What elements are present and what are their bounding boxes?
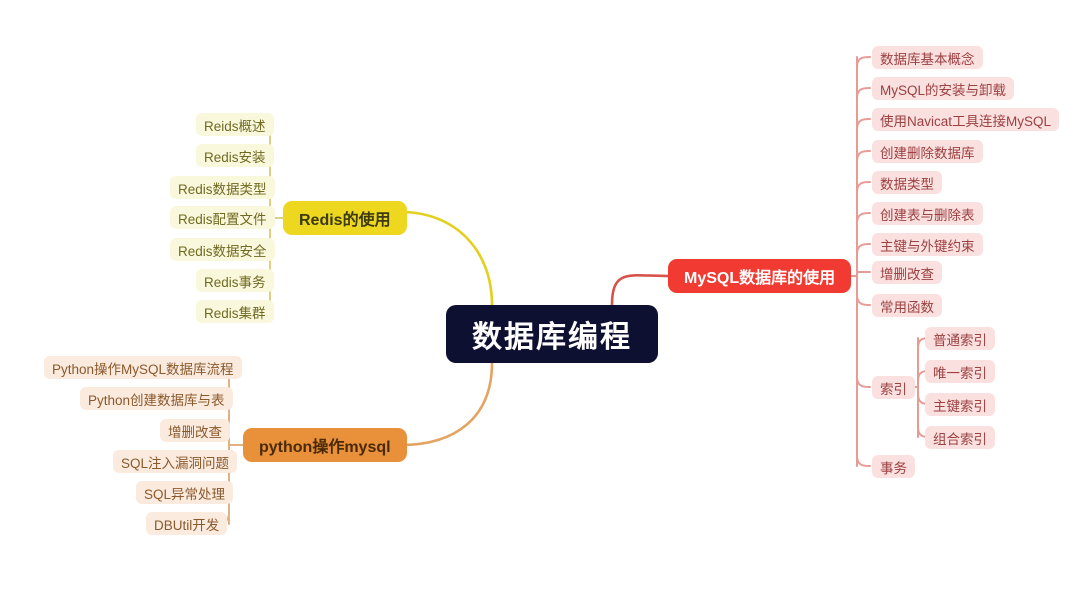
root-node[interactable]: 数据库编程 [446,305,658,363]
leaf-node-redis-2[interactable]: Redis数据类型 [170,176,275,199]
leaf-node-mysql-index[interactable]: 索引 [872,376,915,399]
leaf-node-index-0[interactable]: 普通索引 [925,327,995,350]
leaf-node-python-0[interactable]: Python操作MySQL数据库流程 [44,356,242,379]
wire-mysql-leaf-0 [856,56,871,68]
wire-mysql-leaf-2 [856,118,871,130]
leaf-node-mysql-2[interactable]: 使用Navicat工具连接MySQL [872,108,1060,131]
wire-root-python [399,361,494,447]
leaf-node-redis-3[interactable]: Redis配置文件 [170,206,275,229]
leaf-node-redis-5[interactable]: Redis事务 [196,269,274,292]
leaf-node-index-2[interactable]: 主键索引 [925,393,995,416]
wire-mysql-leaf-5 [856,212,871,224]
leaf-node-mysql-6[interactable]: 主键与外键约束 [872,233,983,256]
leaf-node-python-5[interactable]: DBUtil开发 [146,512,228,535]
leaf-node-mysql-0[interactable]: 数据库基本概念 [872,46,983,69]
wire-mysql-leaf-9 [856,376,871,388]
wire-root-redis [399,210,494,307]
leaf-node-index-3[interactable]: 组合索引 [925,426,995,449]
branch-node-redis[interactable]: Redis的使用 [283,201,407,235]
leaf-node-mysql-transaction[interactable]: 事务 [872,455,915,478]
leaf-node-python-2[interactable]: 增删改查 [160,419,230,442]
leaf-node-redis-4[interactable]: Redis数据安全 [170,238,275,261]
leaf-node-redis-6[interactable]: Redis集群 [196,300,274,323]
leaf-node-mysql-4[interactable]: 数据类型 [872,171,942,194]
leaf-node-mysql-8[interactable]: 常用函数 [872,294,942,317]
branch-node-python[interactable]: python操作mysql [243,428,407,462]
wire-mysql-leaf-10 [856,455,871,467]
leaf-node-python-4[interactable]: SQL异常处理 [136,481,234,504]
leaf-node-redis-0[interactable]: Reids概述 [196,113,274,136]
branch-node-mysql[interactable]: MySQL数据库的使用 [668,259,852,293]
wire-mysql-leaf-1 [856,87,871,99]
leaf-node-python-3[interactable]: SQL注入漏洞问题 [113,450,238,473]
leaf-node-python-1[interactable]: Python创建数据库与表 [80,387,233,410]
wire-mysql-leaf-8 [856,294,871,306]
leaf-node-redis-1[interactable]: Redis安装 [196,144,274,167]
wire-mysql-leaf-4 [856,181,871,193]
wire-root-mysql [610,273,670,307]
leaf-node-mysql-1[interactable]: MySQL的安装与卸载 [872,77,1015,100]
leaf-node-mysql-3[interactable]: 创建删除数据库 [872,140,983,163]
leaf-node-mysql-7[interactable]: 增删改查 [872,261,942,284]
leaf-node-mysql-5[interactable]: 创建表与删除表 [872,202,983,225]
wire-mysql-leaf-6 [856,243,871,255]
wire-mysql-leaf-3 [856,150,871,162]
leaf-node-index-1[interactable]: 唯一索引 [925,360,995,383]
